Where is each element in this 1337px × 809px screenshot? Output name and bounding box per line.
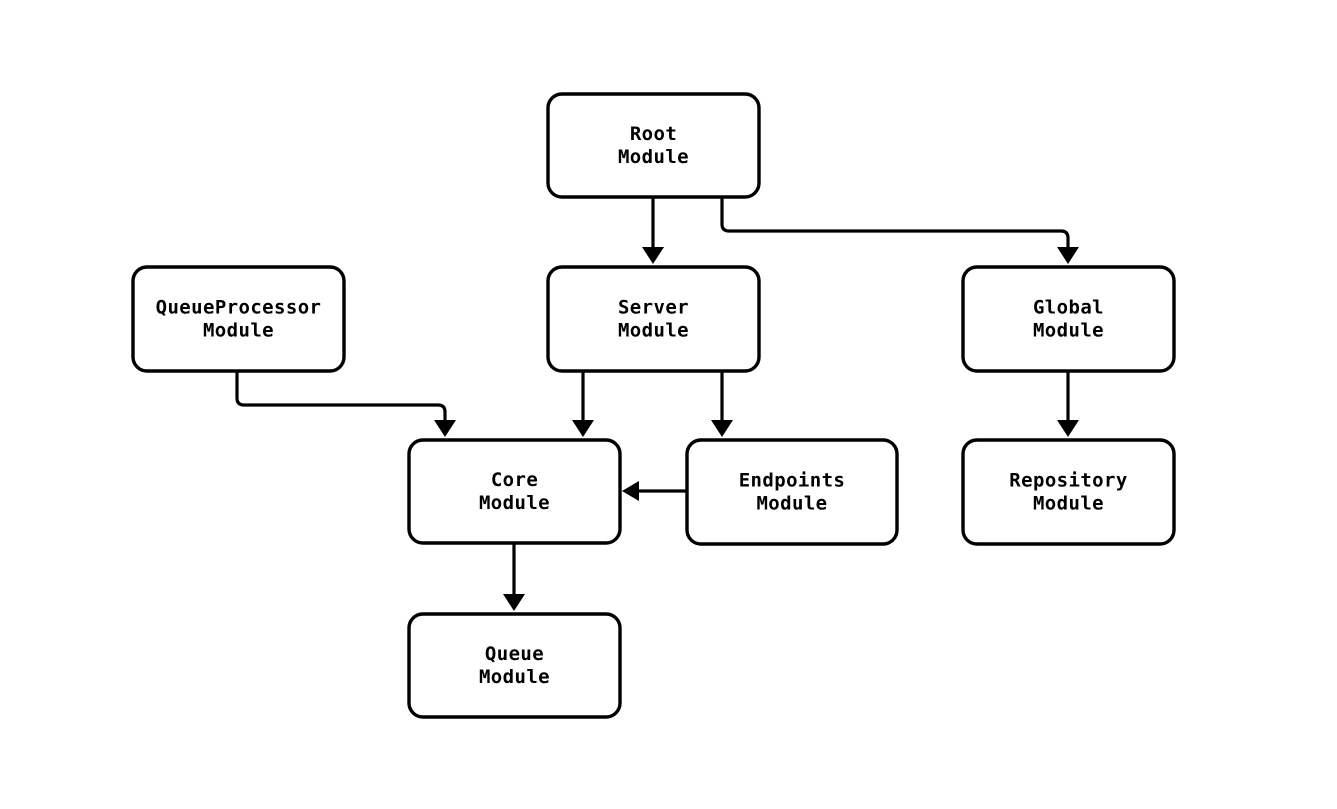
edge-root-to-global [720,197,1079,264]
node-box[interactable] [685,438,899,546]
edge-core-to-queue [503,543,525,611]
edge-endpoints-to-core [622,481,687,501]
node-label-primary: Root [630,123,677,145]
nodes-layer: RootModuleQueueProcessorModuleServerModu… [131,92,1176,719]
node-box[interactable] [131,265,346,373]
arrowhead-icon [1057,247,1079,264]
node-label-primary: Endpoints [739,470,846,492]
node-label-primary: QueueProcessor [156,297,322,319]
arrowhead-icon [572,420,594,437]
node-box[interactable] [961,265,1176,373]
node-box[interactable] [546,92,761,199]
edge-queueprocessor-to-core [235,371,456,437]
arrowhead-icon [503,594,525,611]
node-label-secondary: Module [1033,493,1104,515]
node-label-secondary: Module [203,320,274,342]
edge-global-to-repository [1057,371,1079,437]
arrowhead-icon [1057,420,1079,437]
node-box[interactable] [961,438,1176,546]
arrowhead-icon [622,481,639,501]
edge-line [235,371,447,421]
node-label-primary: Global [1033,297,1104,319]
edges-layer [235,197,1079,611]
node-label-primary: Core [491,469,538,491]
edge-line [720,197,1070,248]
node-box[interactable] [407,612,622,719]
edge-server-to-endpoints [711,371,733,437]
arrowhead-icon [434,420,456,437]
node-label-primary: Repository [1009,470,1127,492]
node-label-secondary: Module [618,146,689,168]
edge-server-to-core [572,371,594,437]
arrowhead-icon [642,247,664,264]
node-label-secondary: Module [479,492,550,514]
arrowhead-icon [711,420,733,437]
node-label-primary: Queue [485,643,544,665]
node-label-secondary: Module [618,320,689,342]
node-label-secondary: Module [479,666,550,688]
node-box[interactable] [407,438,622,545]
node-label-secondary: Module [1033,320,1104,342]
node-label-secondary: Module [756,493,827,515]
node-label-primary: Server [618,297,689,319]
node-box[interactable] [546,265,761,373]
edge-root-to-server [642,197,664,264]
